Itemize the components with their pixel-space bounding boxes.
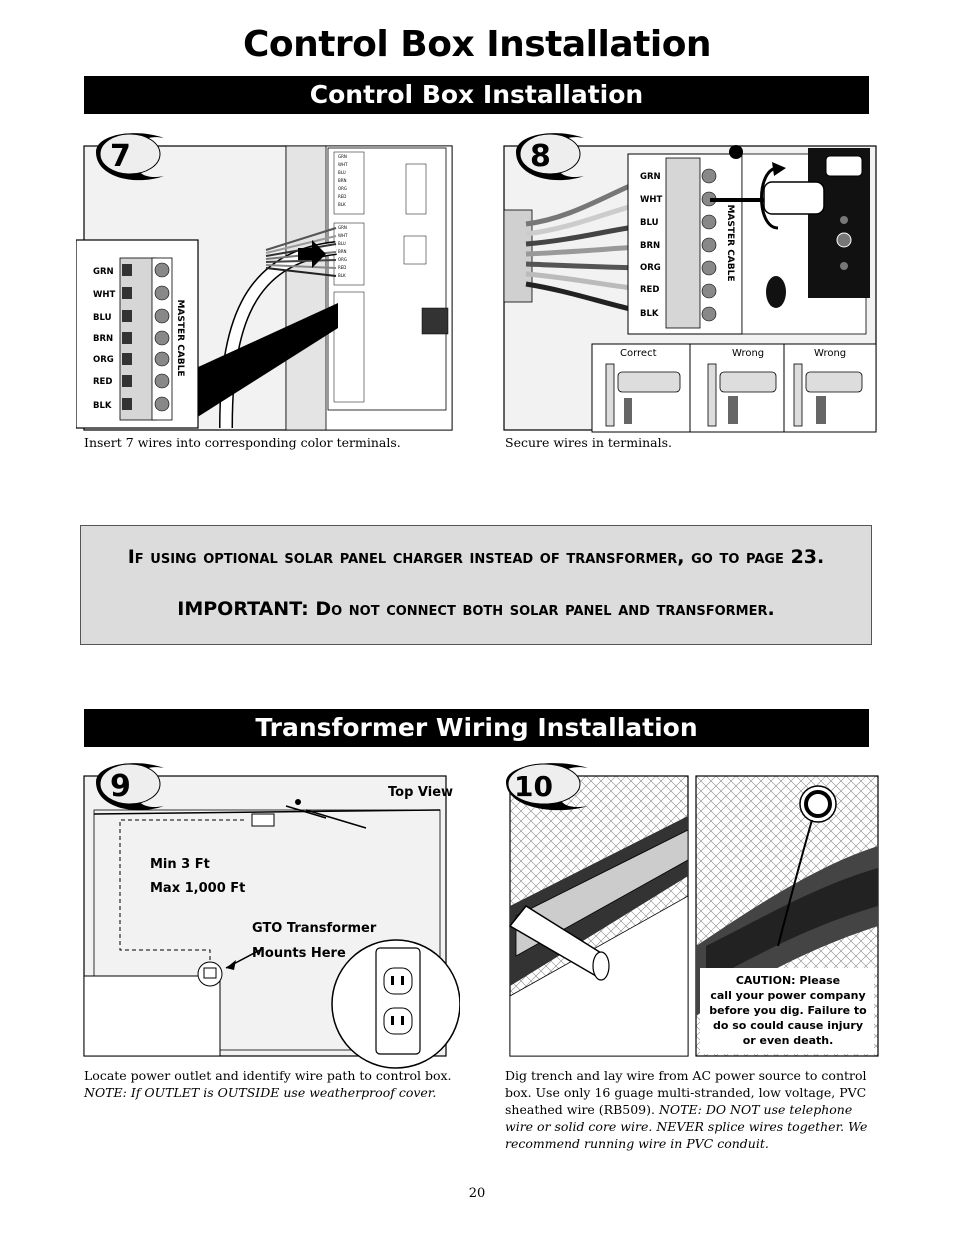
step8-wire-label: WHT: [640, 195, 662, 205]
step8-terminal-label: MASTER CABLE: [725, 204, 735, 281]
caution-line: or even death.: [743, 1034, 834, 1047]
notice-line2: Do not connect both solar panel and tran…: [315, 598, 775, 620]
inset-label-correct: Correct: [620, 348, 657, 359]
step7-wire-label: BLU: [93, 313, 112, 323]
step8-wire-label: BLK: [640, 309, 659, 319]
min-distance-label: Min 3 Ft: [150, 857, 210, 872]
step7-number: 7: [110, 139, 131, 174]
step7-wire-label: WHT: [93, 290, 115, 300]
caution-line: before you dig. Failure to: [709, 1004, 867, 1017]
step8-wire-label: RED: [640, 285, 659, 295]
svg-text:ORG: ORG: [338, 186, 347, 191]
step9-figure: Top View Min 3 Ft Max 1,000 Ft GTO Trans…: [83, 763, 460, 1069]
inset-label-wrong: Wrong: [814, 348, 846, 359]
step8-wire-label: BLU: [640, 218, 659, 228]
caution-line: do so could cause injury: [713, 1019, 863, 1032]
step9-caption-text: Locate power outlet and identify wire pa…: [84, 1068, 452, 1083]
max-distance-label: Max 1,000 Ft: [150, 881, 245, 896]
step7-caption: Insert 7 wires into corresponding color …: [84, 435, 401, 450]
step7-terminal-label: MASTER CABLE: [175, 299, 185, 376]
step7-wire-label: GRN: [93, 267, 114, 277]
step10-number: 10: [514, 770, 553, 803]
step9-caption: Locate power outlet and identify wire pa…: [84, 1067, 484, 1101]
step8-wire-label: ORG: [640, 263, 661, 273]
svg-text:WHT: WHT: [338, 233, 348, 238]
step9-caption-note: NOTE: If OUTLET is OUTSIDE use weatherpr…: [84, 1085, 437, 1100]
step7-wire-label: BRN: [93, 334, 113, 344]
step8-caption: Secure wires in terminals.: [505, 435, 672, 450]
svg-text:BLU: BLU: [338, 170, 346, 175]
svg-text:WHT: WHT: [338, 162, 348, 167]
notice-line1: If using optional solar panel charger in…: [127, 546, 784, 568]
inset-label-wrong: Wrong: [732, 348, 764, 359]
step9-number: 9: [110, 769, 131, 804]
step10-figure: CAUTION: Please call your power company …: [506, 763, 879, 1057]
circuit-board: [327, 147, 447, 411]
step10-caption-text: Dig trench and lay wire from AC power so…: [505, 1068, 867, 1117]
step8-wire-label: BRN: [640, 241, 660, 251]
svg-text:RED: RED: [338, 194, 346, 199]
caution-line: call your power company: [710, 989, 865, 1002]
svg-text:BLK: BLK: [338, 202, 346, 207]
svg-text:GRN: GRN: [338, 225, 347, 230]
svg-text:BLU: BLU: [338, 241, 346, 246]
step10-caption-note: NOTE: DO NOT use telephone wire or solid…: [505, 1102, 868, 1151]
step7-wire-label: BLK: [93, 401, 112, 411]
notice-page-ref: 23.: [790, 546, 825, 568]
step8-figure: GRN WHT BLU BRN ORG RED BLK MASTER CABLE…: [503, 133, 877, 433]
step8-wire-label: GRN: [640, 172, 661, 182]
page-title: Control Box Installation: [242, 24, 712, 65]
svg-text:BLK: BLK: [338, 273, 346, 278]
section-banner-transformer: Transformer Wiring Installation: [84, 709, 869, 747]
svg-text:RED: RED: [338, 265, 346, 270]
step10-caption: Dig trench and lay wire from AC power so…: [505, 1067, 875, 1152]
notice-box: If using optional solar panel charger in…: [80, 525, 872, 645]
svg-text:BRN: BRN: [338, 178, 347, 183]
top-view-label: Top View: [388, 785, 453, 800]
caution-line: CAUTION: Please: [736, 974, 840, 987]
transformer-label-1: GTO Transformer: [252, 921, 377, 936]
step7-wire-label: RED: [93, 377, 112, 387]
page-number: 20: [468, 1186, 486, 1201]
step7-figure: GRN WHT BLU BRN ORG RED BLK GRN WHT BLU BRN ORG RED…: [76, 133, 453, 431]
section-banner-control-box: Control Box Installation: [84, 76, 869, 114]
transformer-label-2: Mounts Here: [252, 946, 346, 961]
notice-important: IMPORTANT:: [177, 598, 309, 620]
step7-wire-label: ORG: [93, 355, 114, 365]
svg-text:ORG: ORG: [338, 257, 347, 262]
step8-number: 8: [530, 139, 551, 174]
svg-text:BRN: BRN: [338, 249, 347, 254]
svg-text:GRN: GRN: [338, 154, 347, 159]
